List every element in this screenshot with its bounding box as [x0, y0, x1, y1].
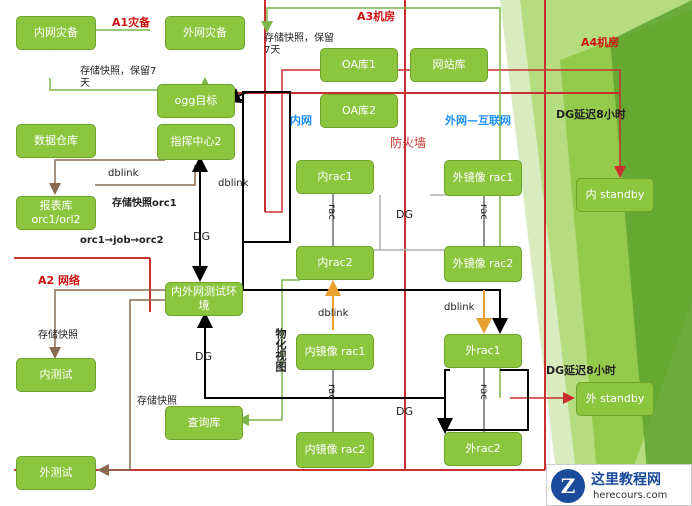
black-arrows — [192, 88, 529, 434]
label-storage-snapshot-bottom: 存储快照 — [137, 396, 177, 407]
label-rac-ext: rac — [478, 204, 489, 220]
label-dg-test: DG — [193, 230, 210, 243]
label-rac-int-mirror: rac — [326, 384, 337, 400]
label-rac-ext-lower: rac — [478, 384, 489, 400]
logo-mark-icon: Z — [551, 469, 585, 503]
label-dg-delay-lower: DG延迟8小时 — [546, 364, 616, 377]
box-command-center: 指挥中心2 — [157, 124, 235, 160]
box-external-test: 外测试 — [16, 456, 96, 490]
bg-shape-4 — [610, 0, 692, 506]
box-internal-rac2: 内rac2 — [296, 246, 374, 280]
label-a4-room: A4机房 — [581, 36, 620, 49]
box-internal-rac1: 内rac1 — [296, 160, 374, 194]
logo-title: 这里教程网 — [591, 472, 661, 488]
box-data-warehouse: 数据仓库 — [16, 124, 96, 158]
box-external-rac2: 外rac2 — [444, 432, 522, 466]
label-dblink-left: dblink — [108, 168, 139, 179]
box-ogg-target: ogg目标 — [157, 84, 235, 118]
label-a3-room: A3机房 — [357, 10, 396, 23]
label-a2-network: A2 网络 — [38, 274, 80, 287]
dg-delay-line-upper — [265, 69, 626, 213]
box-oa-db-1: OA库1 — [320, 48, 398, 82]
box-internal-disaster-recovery: 内网灾备 — [16, 16, 96, 50]
label-a1-dr: A1灾备 — [112, 16, 151, 29]
label-storage-snapshot-keep7-top: 存储快照，保留7天 — [264, 33, 334, 56]
label-dg-lower: DG — [195, 350, 212, 363]
box-oa-db-2: OA库2 — [320, 94, 398, 128]
box-external-disaster-recovery: 外网灾备 — [165, 16, 245, 50]
logo-url: herecours.com — [593, 490, 668, 501]
label-materialized-view: 物化视图 — [274, 328, 287, 372]
label-dblink-center: dblink — [218, 178, 249, 189]
box-report-db: 报表库 orc1/orl2 — [16, 196, 96, 230]
box-internal-standby: 内 standby — [576, 178, 654, 212]
label-dg-bottom: DG — [396, 405, 413, 418]
orange-arrows — [325, 280, 492, 334]
label-storage-snapshot-a2: 存储快照 — [38, 330, 78, 341]
label-dg-rac: DG — [396, 208, 413, 221]
watermark-logo: Z 这里教程网 herecours.com — [546, 464, 692, 506]
label-external-net: 外网—互联网 — [445, 114, 511, 127]
box-external-mirror-rac1: 外镜像 rac1 — [444, 160, 522, 196]
label-orc-job-flow: orc1→job→orc2 — [80, 235, 164, 246]
label-internal-net: 内网 — [290, 114, 312, 127]
box-test-env: 内外网测试环境 — [165, 282, 243, 316]
brown-arrows — [49, 159, 480, 476]
box-external-standby: 外 standby — [576, 382, 654, 416]
box-query-db: 查询库 — [165, 406, 243, 440]
label-storage-snapshot-keep7-left: 存储快照，保留7天 — [80, 66, 157, 89]
box-internal-mirror-rac1: 内镜像 rac1 — [296, 334, 374, 370]
label-firewall: 防火墙 — [390, 136, 427, 150]
box-external-rac1: 外rac1 — [444, 334, 522, 368]
label-storage-snapshot-orc1: 存储快照orc1 — [112, 198, 177, 209]
label-dblink-int-mirror: dblink — [318, 308, 349, 319]
label-dg-delay-upper: DG延迟8小时 — [556, 108, 626, 121]
label-rac-int: rac — [326, 204, 337, 220]
label-dblink-ext: dblink — [444, 302, 475, 313]
rac-pair-lines — [332, 192, 485, 432]
box-internal-mirror-rac2: 内镜像 rac2 — [296, 432, 374, 468]
box-internal-test: 内测试 — [16, 358, 96, 392]
box-external-mirror-rac2: 外镜像 rac2 — [444, 246, 522, 282]
box-web-db: 网站库 — [410, 48, 488, 82]
